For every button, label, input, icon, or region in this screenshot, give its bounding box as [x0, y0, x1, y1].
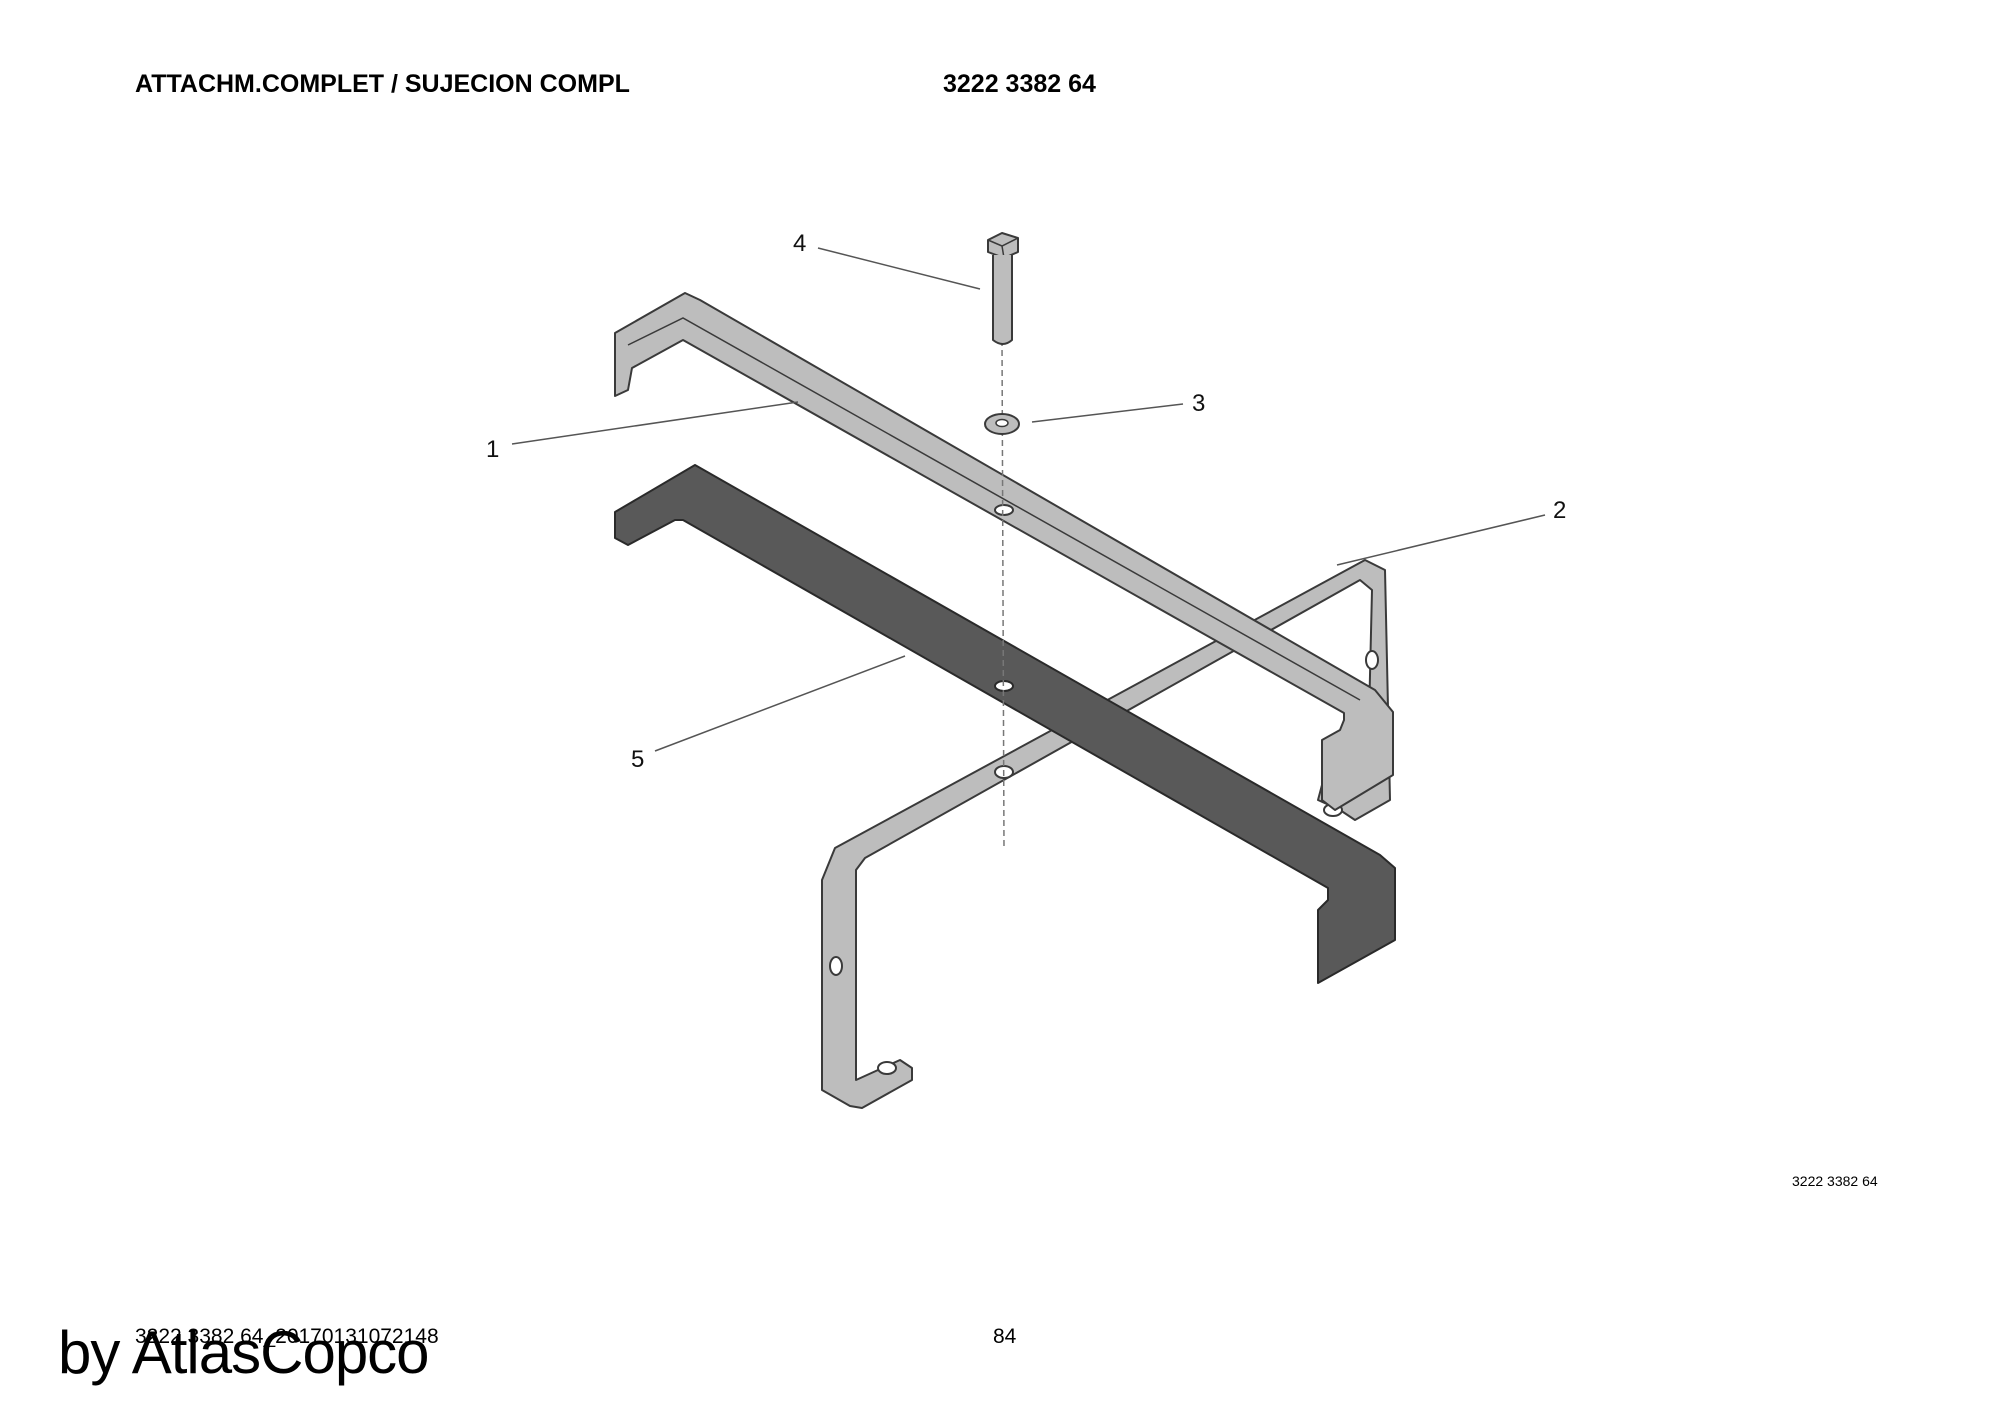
watermark: by AtlasCopco: [58, 1319, 430, 1386]
leader-line-5: [654, 655, 906, 752]
part-4-bolt: [987, 232, 1019, 345]
drawing-reference: 3222 3382 64: [1792, 1173, 1878, 1189]
part-2-lower-bracket: [821, 559, 1391, 1109]
leader-line-2: [1336, 514, 1546, 566]
page-title: ATTACHM.COMPLET / SUJECION COMPL: [135, 70, 630, 98]
footer-file-id: 3222 3382 64_20170131072148: [135, 1325, 439, 1348]
leader-line-4: [817, 247, 981, 290]
callout-1: 1: [486, 436, 499, 463]
part-3-washer: [984, 413, 1020, 435]
callout-2: 2: [1553, 497, 1566, 524]
leader-lines: [511, 247, 1546, 752]
leader-line-1: [511, 401, 799, 445]
callout-3: 3: [1192, 390, 1205, 417]
callout-5: 5: [631, 746, 644, 773]
leader-line-3: [1031, 403, 1184, 423]
callout-4: 4: [793, 230, 806, 257]
part-5-dark-strip: [614, 464, 1396, 984]
part-1-upper-bracket: [614, 292, 1394, 811]
part-number: 3222 3382 64: [943, 70, 1096, 98]
page-number: 84: [993, 1325, 1017, 1348]
